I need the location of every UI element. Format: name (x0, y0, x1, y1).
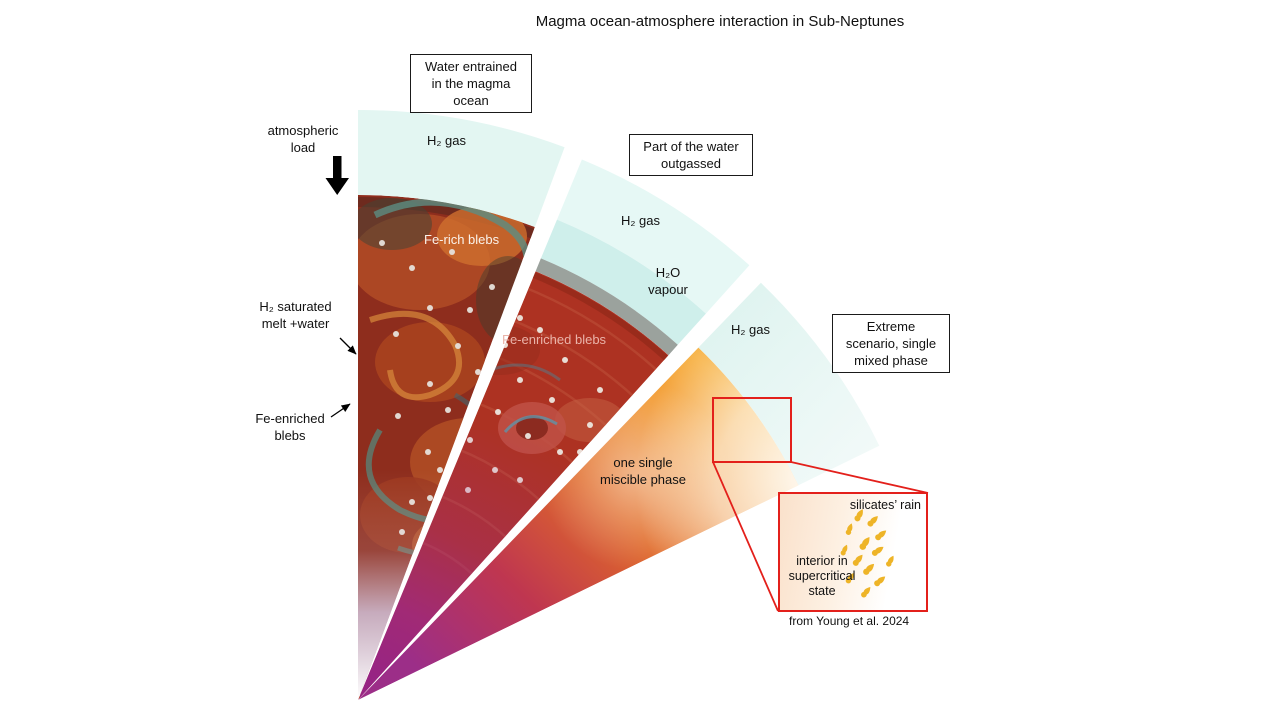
left-wedge-h2-band (358, 109, 565, 227)
scenario-box-line: Extreme (866, 319, 916, 334)
atmospheric-load-label: atmospheric load (256, 122, 350, 156)
scenario-box-line: Part of the water (643, 139, 739, 154)
middle-wedge-gray-crust (535, 258, 678, 356)
scenario-box-line: scenario, single (845, 336, 937, 351)
annotation-line: load (290, 140, 316, 155)
scenario-box-line: Water entrained (424, 59, 517, 74)
zoom-connector-line-left (712, 461, 779, 612)
annotation-line: miscible phase (600, 472, 686, 487)
atmospheric-load-arrow-icon (325, 156, 349, 195)
right-h2-gas-label: H₂ gas (731, 322, 771, 337)
miscible-phase-label: one single miscible phase (583, 454, 703, 488)
inset-zoom-box: silicates’ rain interior in supercritica… (778, 492, 928, 612)
scenario-box-water-entrained: Water entrained in the magma ocean (410, 54, 532, 113)
silicates-rain-label: silicates’ rain (849, 498, 921, 512)
scenario-box-line: in the magma (431, 76, 511, 91)
scenario-box-water-outgassed: Part of the water outgassed (629, 134, 753, 176)
mid-h2-gas-label: H₂ gas (621, 213, 661, 228)
annotation-line: melt +water (261, 316, 330, 331)
zoom-connector-line-right (790, 461, 929, 494)
left-h2-gas-label: H₂ gas (427, 133, 467, 148)
source-caption: from Young et al. 2024 (789, 614, 910, 628)
fe-rich-blebs-label: Fe-rich blebs (424, 232, 500, 247)
zoom-source-rect (712, 397, 792, 463)
scenario-box-extreme: Extreme scenario, single mixed phase (832, 314, 950, 373)
h2-saturated-arrow-icon (339, 337, 357, 355)
annotation-line: H₂O (655, 265, 681, 280)
annotation-line: supercritical (788, 569, 856, 583)
annotation-line: Fe-enriched (255, 411, 325, 426)
page-title: Magma ocean-atmosphere interaction in Su… (535, 13, 905, 30)
h2-saturated-melt-label: H₂ saturated melt +water (248, 298, 343, 332)
interior-supercritical-label: interior in supercritical state (780, 554, 864, 599)
scenario-box-line: mixed phase (854, 353, 928, 368)
annotation-line: vapour (648, 282, 688, 297)
right-wedge-h2-band (698, 282, 880, 486)
scenario-box-line: outgassed (661, 156, 721, 171)
fe-enriched-arrow-icon (330, 403, 351, 418)
annotation-line: one single (613, 455, 673, 470)
annotation-line: H₂ saturated (259, 299, 332, 314)
annotation-line: blebs (274, 428, 306, 443)
annotation-line: state (808, 584, 836, 598)
mid-fe-enriched-blebs-label: Fe-enriched blebs (502, 332, 607, 347)
h2o-vapour-label: H₂O vapour (639, 264, 697, 298)
annotation-line: interior in (796, 554, 848, 568)
middle-wedge-h2-band (557, 159, 750, 314)
scenario-box-line: ocean (453, 93, 489, 108)
annotation-line: atmospheric (267, 123, 339, 138)
middle-wedge-h2o-band (540, 219, 706, 345)
fe-enriched-blebs-label: Fe-enriched blebs (250, 410, 330, 444)
